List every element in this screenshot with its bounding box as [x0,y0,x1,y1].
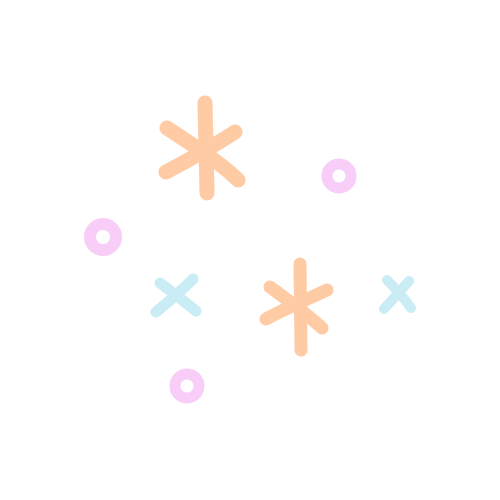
circle-dot-icon [169,368,205,404]
circle-dot-icon [321,158,357,194]
x-cross-icon [150,273,202,318]
circle-dot-icon [84,218,122,256]
asterisk-sparkle-icon [259,257,334,357]
asterisk-sparkle-icon [158,95,246,201]
x-cross-icon [379,275,416,314]
